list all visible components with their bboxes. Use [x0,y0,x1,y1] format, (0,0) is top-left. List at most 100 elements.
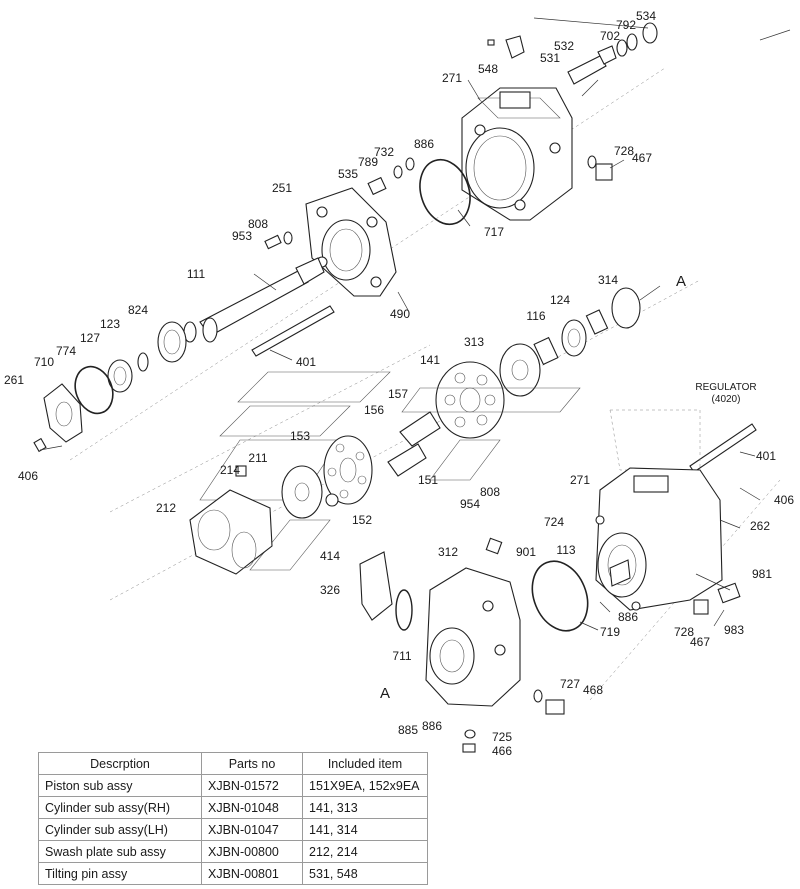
o-ring-717 [419,158,471,226]
row-description: Cylinder sub assy(RH) [38,796,202,819]
callout-label-156: 156 [364,403,384,417]
table-row: Swash plate sub assy XJBN-00800 212, 214 [38,840,428,863]
callout-label-124: 124 [550,293,570,307]
callout-label-724: 724 [544,515,564,529]
plugs [462,155,709,753]
row-parts-no: XJBN-01048 [201,796,303,819]
callout-label-719: 719 [600,625,620,639]
callout-label-789: 789 [358,155,378,169]
callout-label-808: 808 [480,485,500,499]
cylinder-141 [435,361,505,439]
row-included-item: 141, 314 [302,818,428,841]
callout-label-251: 251 [272,181,292,195]
row-description: Swash plate sub assy [38,840,202,863]
swash-plate-212 [189,465,273,575]
callout-label-467: 467 [632,151,652,165]
callout-label-212: 212 [156,501,176,515]
header-description: Descrption [38,752,202,775]
callout-label-123: 123 [100,317,120,331]
row-description: Cylinder sub assy(LH) [38,818,202,841]
callout-label-113: 113 [556,543,575,557]
port-block-251 [305,187,397,297]
callout-label-732: 732 [374,145,394,159]
callout-label-312: 312 [438,545,458,559]
callout-label-774: 774 [56,344,76,358]
nameplate-981 [717,582,741,604]
shoe-plate-211 [281,465,323,519]
callout-label-728: 728 [614,144,634,158]
drive-shaft-111 [199,257,325,343]
parts-table: Descrption Parts no Included item Piston… [38,752,428,885]
valve-plate-313 [499,343,541,397]
row-included-item: 212, 214 [302,840,428,863]
callout-label-406: 406 [774,493,794,507]
row-parts-no: XJBN-00801 [201,862,303,885]
small-seals [264,157,415,250]
callout-label-710: 710 [34,355,54,369]
row-included-item: 141, 313 [302,796,428,819]
valve-block-312 [425,537,521,707]
callout-label-535: 535 [338,167,358,181]
callout-label-792: 792 [616,18,636,32]
header-parts-no: Parts no [201,752,303,775]
callout-label-983: 983 [724,623,744,637]
callout-label-808: 808 [248,217,268,231]
callout-label-116: 116 [526,309,545,323]
housing-271 [461,87,573,221]
row-description: Piston sub assy [38,774,202,797]
header-included-item: Included item [302,752,428,775]
housing-271-right [595,467,723,611]
callout-label-886: 886 [618,610,638,624]
callout-labels: 5347927025325315482718867327895357284672… [4,9,794,758]
retainer-plate-153 [323,435,373,505]
table-row: Cylinder sub assy(LH) XJBN-01047 141, 31… [38,818,428,841]
callout-label-151: 151 [418,473,438,487]
gasket-326 [359,551,393,621]
callout-label-728: 728 [674,625,694,639]
callout-label-214: 214 [220,463,240,477]
bearing-stack [107,321,197,393]
section-mark-a-top: A [676,273,686,290]
callout-label-157: 157 [388,387,408,401]
callout-label-725: 725 [492,730,512,744]
callout-label-141: 141 [420,353,440,367]
callout-label-468: 468 [583,683,603,697]
callout-label-953: 953 [232,229,252,243]
parts-table-header: Descrption Parts no Included item [38,752,428,775]
table-row: Tilting pin assy XJBN-00801 531, 548 [38,862,428,885]
row-description: Tilting pin assy [38,862,202,885]
leader-lines [39,17,791,631]
callout-label-414: 414 [320,549,340,563]
o-ring-719 [531,560,589,632]
callout-label-401: 401 [296,355,316,369]
pistons [387,411,441,477]
callout-label-531: 531 [540,51,560,65]
callout-label-111: 111 [187,267,206,281]
o-ring-710 [74,365,114,415]
table-row: Piston sub assy XJBN-01572 151X9EA, 152x… [38,774,428,797]
row-parts-no: XJBN-01047 [201,818,303,841]
callout-label-532: 532 [554,39,574,53]
callout-label-885: 885 [398,723,418,737]
callout-label-271: 271 [442,71,462,85]
callout-label-490: 490 [390,307,410,321]
needle-bearings [533,309,609,366]
callout-label-534: 534 [636,9,656,23]
valve-plate-314 [611,287,641,329]
section-mark-a-bottom: A [380,685,390,702]
tilting-pin-assy [487,22,658,85]
regulator-code: (4020) [712,394,741,405]
ball-guide-152 [325,493,339,507]
row-included-item: 151X9EA, 152x9EA [302,774,428,797]
callout-label-466: 466 [492,744,512,758]
callout-label-886: 886 [414,137,434,151]
callout-label-401: 401 [756,449,776,463]
regulator-4020 [609,409,701,471]
regulator-title: REGULATOR [695,382,756,393]
seal-cover-261 [33,383,83,453]
callout-label-211: 211 [248,451,267,465]
row-included-item: 531, 548 [302,862,428,885]
callout-label-271: 271 [570,473,590,487]
callout-label-127: 127 [80,331,100,345]
